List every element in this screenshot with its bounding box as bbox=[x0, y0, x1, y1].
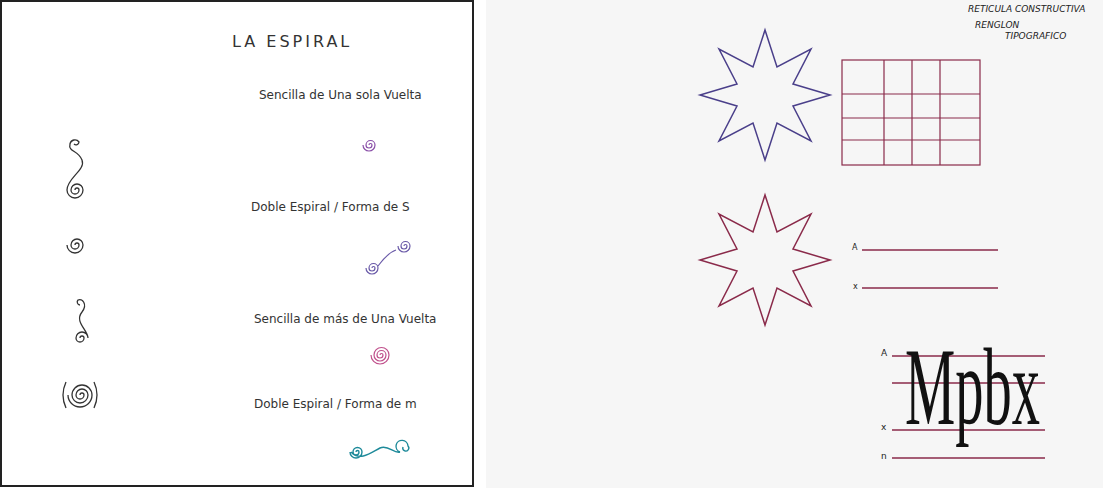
spiral-samples bbox=[63, 140, 97, 408]
handwritten-label: x bbox=[881, 423, 886, 433]
spiral bbox=[371, 348, 389, 364]
handwritten-label: x bbox=[853, 283, 858, 292]
handwritten-label: A bbox=[881, 349, 887, 359]
s-spiral bbox=[366, 242, 410, 275]
handwritten-label: LA ESPIRAL bbox=[232, 33, 352, 51]
handwritten-label: TIPOGRAFICO bbox=[1005, 32, 1066, 42]
m-spiral bbox=[350, 440, 409, 458]
star bbox=[700, 195, 830, 325]
letter-sample: Mpbx bbox=[905, 332, 1040, 442]
handwritten-label: Sencilla de Una sola Vuelta bbox=[259, 89, 422, 102]
handwritten-label: Doble Espiral / Forma de S bbox=[251, 201, 410, 214]
grid bbox=[842, 60, 980, 165]
star bbox=[700, 30, 830, 160]
handwritten-label: RETICULA CONSTRUCTIVA bbox=[968, 5, 1085, 15]
handwritten-label: Doble Espiral / Forma de m bbox=[254, 398, 417, 411]
handwritten-label: A bbox=[852, 244, 857, 253]
guide-lines bbox=[862, 250, 1045, 458]
spiral bbox=[363, 141, 375, 152]
sheet-border bbox=[1, 1, 473, 486]
handwritten-label: Sencilla de más de Una Vuelta bbox=[254, 313, 436, 326]
sheet bbox=[486, 0, 1103, 488]
handwritten-label: n bbox=[881, 452, 887, 462]
handwritten-label: RENGLON bbox=[975, 21, 1019, 31]
